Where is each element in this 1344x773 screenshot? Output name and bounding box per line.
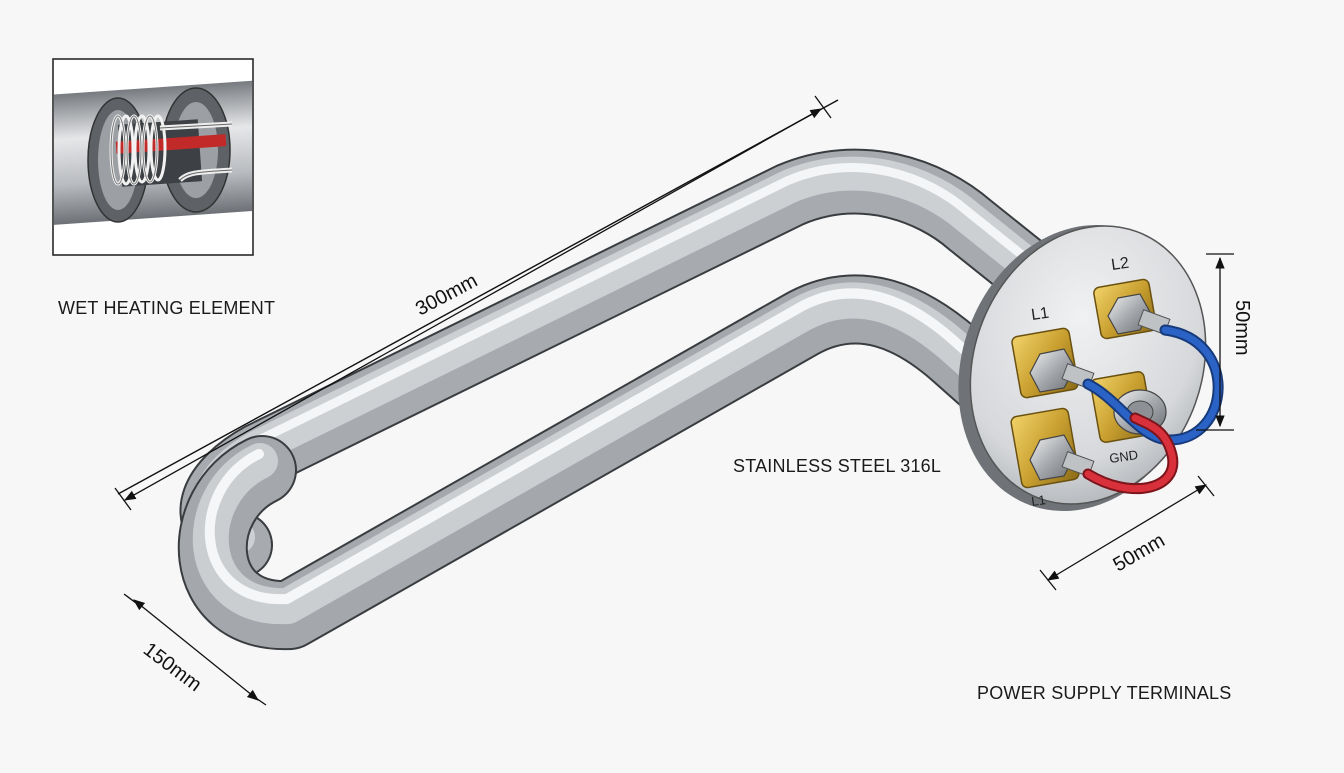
terminal-label-l2: L2 (1110, 255, 1130, 274)
dimension-length (114, 95, 839, 511)
terminal-bottom-left (1010, 407, 1095, 489)
wet-heating-element-label: WET HEATING ELEMENT (58, 298, 276, 318)
lower-tube (177, 274, 1035, 651)
terminal-top-right (1093, 278, 1171, 340)
dimension-flange-height (1196, 253, 1234, 431)
dimension-flange-height-label: 50mm (1231, 300, 1253, 356)
cutaway-inset (52, 58, 254, 256)
dimension-flange-width-label: 50mm (1110, 529, 1169, 576)
terminal-label-gnd: GND (1108, 447, 1139, 466)
terminal-top-left (1011, 327, 1095, 399)
terminal-label-l1-top: L1 (1030, 305, 1050, 324)
power-supply-terminals-label: POWER SUPPLY TERMINALS (977, 683, 1232, 703)
material-label: STAINLESS STEEL 316L (733, 456, 942, 476)
dimension-width-label: 150mm (139, 638, 206, 696)
terminal-label-l1-bottom: L1 (1030, 492, 1046, 509)
dimension-flange-width (1039, 475, 1215, 591)
dimension-width (123, 593, 267, 706)
dimension-length-label: 300mm (412, 270, 481, 321)
